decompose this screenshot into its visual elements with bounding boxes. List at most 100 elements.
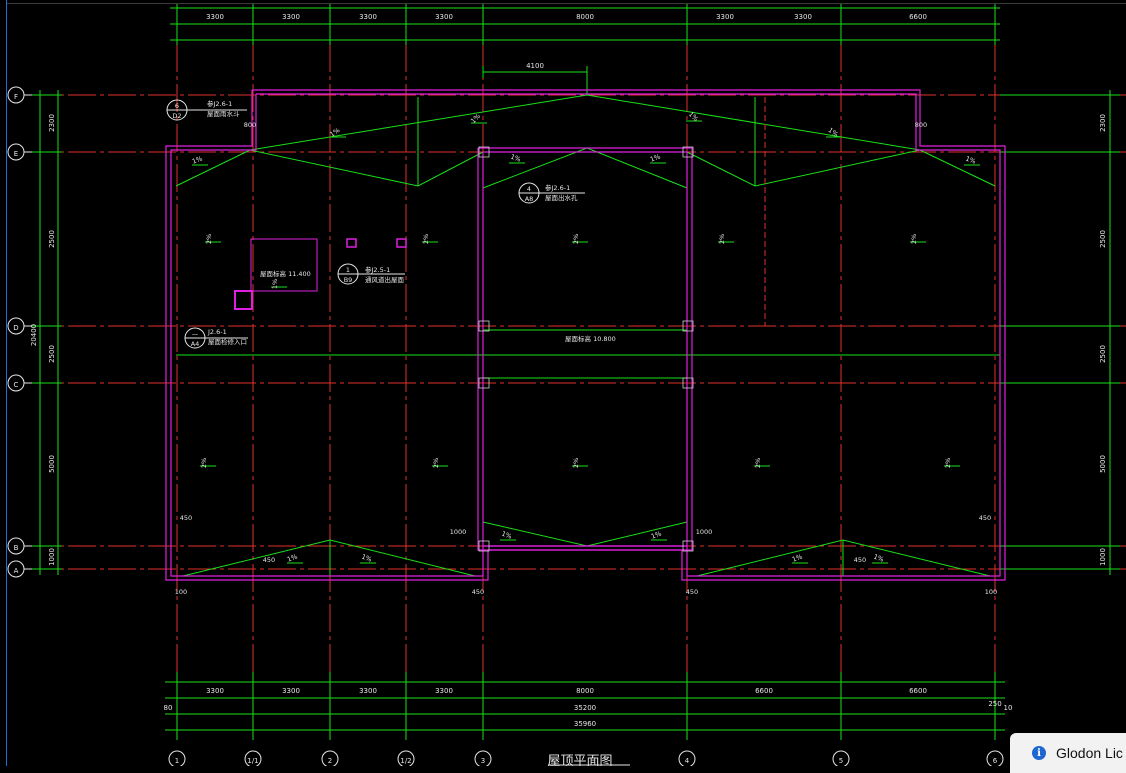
column-marker-1 <box>682 146 694 158</box>
axis-number-label-3: 1/2 <box>400 757 411 765</box>
ridge-top <box>249 94 921 151</box>
column-marker-7 <box>682 540 694 552</box>
axis-bubble-num-1 <box>244 750 262 766</box>
bottom-dim-text-1: 3300 <box>282 687 300 695</box>
gutter-left-corner <box>175 149 251 187</box>
bottom-dim-text-3: 3300 <box>435 687 453 695</box>
small-dim-1: 800 <box>915 121 927 129</box>
small-dim-6: 450 <box>686 588 698 596</box>
right-dim-text-2: 2500 <box>1099 345 1107 363</box>
small-dim-4: 100 <box>175 588 187 596</box>
axis-number-label-5: 4 <box>685 757 690 765</box>
axis-number-label-6: 5 <box>839 757 843 765</box>
slope-marker-16: 2% <box>572 458 580 468</box>
left-dim-text-2: 2500 <box>48 345 56 363</box>
slope-marker-20: 1% <box>360 553 372 564</box>
right-dim-text-1: 2500 <box>1099 230 1107 248</box>
axis-bubble-num-2 <box>321 750 339 766</box>
axis-label-C: C <box>14 381 19 389</box>
license-popup[interactable]: i Glodon Lic <box>1010 733 1126 773</box>
slope-marker-22: 1% <box>650 530 662 541</box>
right-dim-text-0: 2300 <box>1099 114 1107 132</box>
small-dim-5: 450 <box>472 588 484 596</box>
top-dim-text-2: 3300 <box>359 13 377 21</box>
axis-label-A: A <box>14 567 19 575</box>
callout-access-ref: J2.6-1 <box>207 328 227 336</box>
small-dim-7: 100 <box>985 588 997 596</box>
small-dim-9: 1000 <box>696 528 713 536</box>
axis-number-label-2: 2 <box>328 757 332 765</box>
slope-marker-10: 2% <box>572 234 580 244</box>
slope-marker-13: 1% <box>271 279 279 289</box>
gutter-top-left <box>249 149 484 187</box>
callout-outlet-bubble-bottom: A8 <box>525 195 534 203</box>
column-marker-0 <box>478 146 490 158</box>
top-dim-text-4: 8000 <box>576 13 594 21</box>
bottom-total-inner: 35200 <box>574 704 596 712</box>
slope-marker-24: 1% <box>872 553 884 564</box>
column-marker-3 <box>682 320 694 332</box>
core-inner <box>482 151 688 547</box>
elevation-label-2: 屋面标高 10.800 <box>565 334 616 343</box>
slope-marker-19: 1% <box>286 553 298 564</box>
column-marker-4 <box>478 377 490 389</box>
elevation-label-1: 屋面标高 11.400 <box>260 269 311 278</box>
slope-marker-18: 2% <box>944 458 952 468</box>
callout-vent-bubble-bottom: B9 <box>344 276 353 284</box>
slope-marker-6: 1% <box>509 153 521 164</box>
axis-lines-layer <box>7 4 1126 766</box>
slope-marker-5: 1% <box>964 155 976 166</box>
callout-outlet-text: 屋面出水孔 <box>545 193 578 202</box>
slope-marker-17: 2% <box>754 458 762 468</box>
left-dim-text-0: 2300 <box>48 114 56 132</box>
bottom-dim-text-0: 3300 <box>206 687 224 695</box>
left-ruler <box>0 0 7 766</box>
small-dim-10: 450 <box>263 556 275 564</box>
slope-marker-12: 2% <box>910 234 918 244</box>
slope-marker-14: 2% <box>200 458 208 468</box>
slope-marker-11: 2% <box>718 234 726 244</box>
axis-bubble-num-7 <box>986 750 1004 766</box>
right-dim-text-3: 5000 <box>1099 455 1107 473</box>
small-dim-2: 450 <box>180 514 192 522</box>
drawing-title: 屋顶平面图 <box>547 754 612 766</box>
bottom-dim-text-6: 6600 <box>909 687 927 695</box>
top-dim-text-7: 6600 <box>909 13 927 21</box>
axis-label-F: F <box>14 93 18 101</box>
roof-access-box <box>234 290 253 310</box>
slope-marker-15: 2% <box>432 458 440 468</box>
axis-number-label-0: 1 <box>175 757 179 765</box>
dim-10: 10 <box>1004 704 1013 712</box>
slope-marker-8: 2% <box>205 234 213 244</box>
top-dim-text-0: 3300 <box>206 13 224 21</box>
vent-box-2 <box>396 238 407 248</box>
small-dim-0: 800 <box>244 121 256 129</box>
callout-drain-bubble-bottom: D2 <box>172 112 181 120</box>
small-dim-3: 450 <box>979 514 991 522</box>
right-dim-text-4: 1000 <box>1099 548 1107 566</box>
bottom-dim-text-2: 3300 <box>359 687 377 695</box>
left-dim-text-3: 5000 <box>48 455 56 473</box>
slope-marker-21: 1% <box>500 530 512 541</box>
left-total: 20400 <box>30 324 38 346</box>
slope-marker-9: 2% <box>422 234 430 244</box>
wall-outline-layer <box>165 89 1006 581</box>
axis-label-D: D <box>13 324 18 332</box>
callout-outlet-bubble-top: 4 <box>527 185 531 193</box>
slope-marker-23: 1% <box>791 553 803 564</box>
dim-250-br: 250 <box>988 700 1001 708</box>
axis-label-E: E <box>14 150 18 158</box>
column-marker-5 <box>682 377 694 389</box>
axis-label-B: B <box>14 544 19 552</box>
small-dim-8: 1000 <box>450 528 467 536</box>
column-marker-2 <box>478 320 490 332</box>
axis-bubble-num-6 <box>832 750 850 766</box>
license-popup-text: Glodon Lic <box>1056 745 1123 761</box>
callout-outlet-ref: 参J2.6-1 <box>545 183 570 192</box>
callout-vent-bubble-top: 1 <box>346 266 350 274</box>
gutter-right-corner <box>919 149 996 187</box>
slope-marker-0: 1% <box>191 155 203 166</box>
left-dim-text-4: 1000 <box>48 548 56 566</box>
